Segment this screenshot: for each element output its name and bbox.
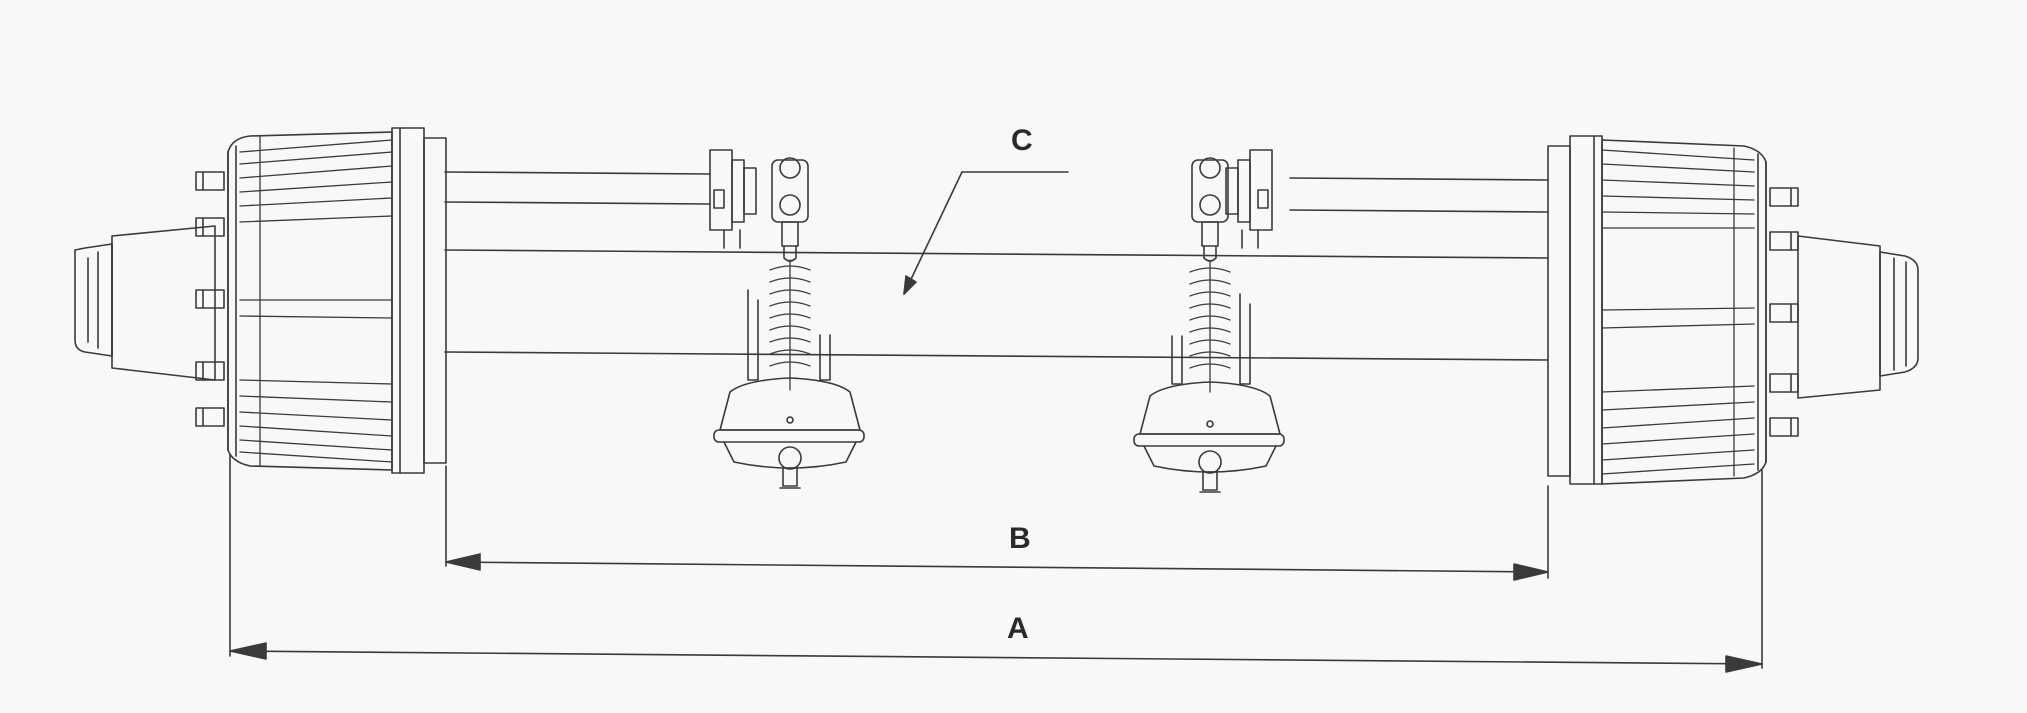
right-spring (1189, 261, 1231, 393)
leader-c (903, 171, 1069, 295)
left-studs (195, 171, 225, 427)
left-brake-assembly (709, 149, 865, 489)
left-spring (769, 259, 811, 391)
label-c: C (1011, 124, 1033, 157)
right-brake-assembly (1133, 149, 1285, 493)
label-b: B (1009, 522, 1031, 555)
dimension-a (229, 453, 1763, 673)
axle-beam (444, 171, 1549, 361)
dimension-b (445, 465, 1549, 581)
right-studs (1769, 187, 1799, 437)
right-wheel-hub (1547, 135, 1919, 485)
left-wheel-hub (74, 127, 447, 474)
label-a: A (1007, 612, 1029, 645)
right-drum-fins (1601, 147, 1755, 477)
left-drum-fins (239, 135, 393, 467)
